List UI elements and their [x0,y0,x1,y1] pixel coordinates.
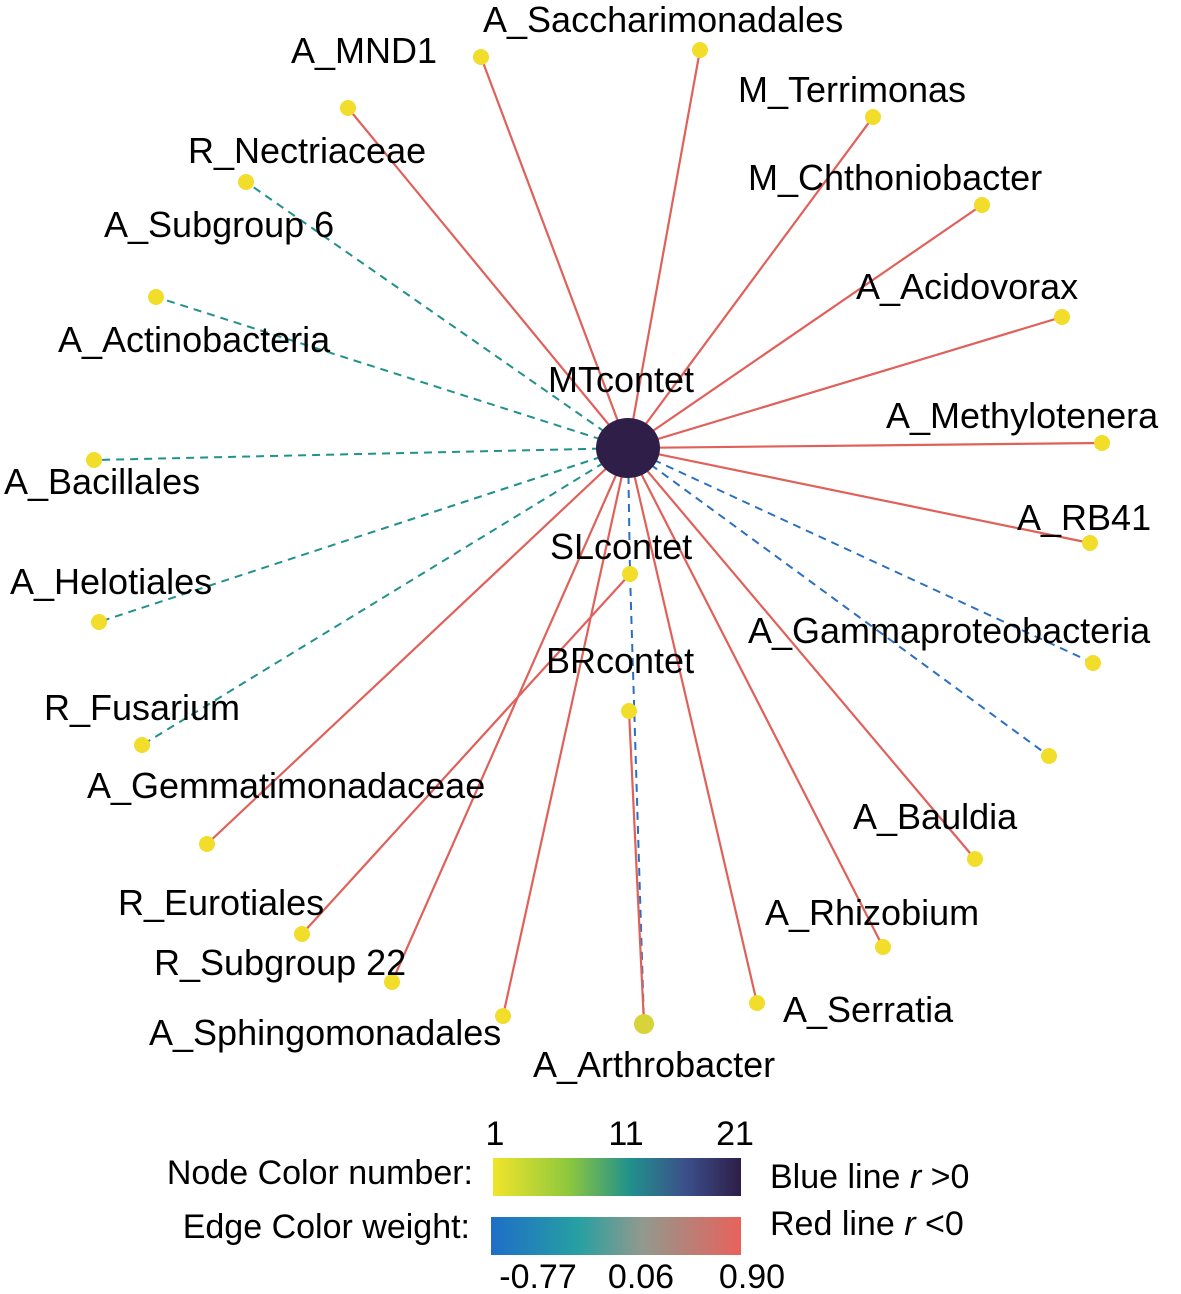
edge-mtcontet-m-chthoniobacter [627,204,983,449]
edge-mtcontet-a-rhizobium [627,447,884,948]
node-a-rhizobium [875,939,891,955]
edge-mtcontet-a-serratia [626,447,759,1004]
node-label-m-terrimonas: M_Terrimonas [738,69,966,110]
edge-mtcontet-a-mnd1 [479,56,630,449]
node-tick-11: 11 [608,1115,643,1153]
edge-mtcontet-a-bauldia [627,447,976,860]
node-label-a-rb41: A_RB41 [1017,497,1151,538]
node-label-r-subgroup-22: R_Subgroup 22 [154,942,406,983]
node-a-actinobacteria [148,289,164,305]
node-label-r-eurotiales: R_Eurotiales [118,882,324,923]
legend: 1 11 21 Node Color number: Blue line r >… [167,1115,970,1294]
edge-tick-max: 0.90 [719,1258,785,1294]
edges-layer [93,49,1103,1025]
labels-layer: MTcontet A_SaccharimonadalesA_MND1M_Terri… [4,0,1159,1085]
node-label-a-mnd1: A_MND1 [291,30,437,71]
node-a-sphingomonadales [495,1008,511,1024]
node-a-bacillales [86,452,102,468]
edge-mtcontet-a-methylotenera [627,441,1103,450]
edge-mtcontet-a-subgroup-6 [245,181,629,449]
edge-tick-mid: 0.06 [608,1258,674,1294]
red-line-legend: Red line r <0 [770,1205,964,1243]
node-a-mnd1 [473,49,489,65]
edge-mtcontet-a-helotiales [98,447,629,623]
node-tick-21: 21 [716,1115,754,1153]
node-a-rb41 [1082,535,1098,551]
node-label-r-fusarium: R_Fusarium [44,687,240,728]
edge-mtcontet-unlabeled-right [627,447,1050,757]
node-label-a-gammaproteobacteria: A_Gammaproteobacteria [748,610,1151,651]
node-color-label: Node Color number: [167,1154,473,1192]
node-label-a-bauldia: A_Bauldia [853,796,1018,837]
node-label-slcontet: SLcontet [550,526,692,567]
node-a-gammaproteobacteria [1085,655,1101,671]
edge-mtcontet-a-sphingomonadales [501,447,630,1017]
nodes-layer [86,42,1110,1034]
node-label-a-subgroup-6: A_Subgroup 6 [104,204,334,245]
node-a-subgroup-6 [238,174,254,190]
node-label-a-gemmatimonadaceae: A_Gemmatimonadaceae [87,765,485,806]
node-a-acidovorax [1054,309,1070,325]
node-label-m-chthoniobacter: M_Chthoniobacter [748,157,1042,198]
node-a-saccharimonadales [692,42,708,58]
node-m-terrimonas [865,109,881,125]
edge-slcontet-a-arthrobacter [629,573,645,1025]
node-label-brcontet: BRcontet [546,640,694,681]
edge-mtcontet-a-gemmatimonadaceae [206,447,629,845]
node-tick-1: 1 [486,1115,505,1153]
edge-slcontet-r-eurotiales [301,573,631,935]
node-unlabeled-right [1041,748,1057,764]
node-a-methylotenera [1094,435,1110,451]
edge-mtcontet-a-gammaproteobacteria [627,447,1094,664]
edge-brcontet-a-arthrobacter [627,710,646,1025]
node-label-a-rhizobium: A_Rhizobium [765,892,979,933]
edge-mtcontet-a-rb41 [627,446,1091,545]
node-mtcontet [596,418,660,478]
node-a-serratia [749,995,765,1011]
edge-color-bar [491,1217,741,1255]
edge-mtcontet-a-actinobacteria [155,296,629,449]
node-a-gemmatimonadaceae [199,836,215,852]
edge-mtcontet-r-subgroup-22 [390,447,630,983]
node-label-a-actinobacteria: A_Actinobacteria [58,319,331,360]
node-label-a-helotiales: A_Helotiales [10,561,212,602]
edge-mtcontet-m-terrimonas [627,116,874,449]
node-label-a-serratia: A_Serratia [783,989,954,1030]
edge-color-label: Edge Color weight: [183,1208,470,1246]
node-slcontet [622,566,638,582]
edge-mtcontet-a-saccharimonadales [626,49,702,449]
node-r-fusarium [134,737,150,753]
node-label-r-nectriaceae: R_Nectriaceae [188,130,426,171]
node-a-arthrobacter [634,1014,654,1034]
node-label-a-sphingomonadales: A_Sphingomonadales [149,1012,501,1053]
edge-tick-min: -0.77 [499,1258,577,1294]
node-label-mtcontet: MTcontet [548,359,694,400]
node-a-helotiales [91,614,107,630]
node-color-bar [493,1158,741,1196]
node-label-a-arthrobacter: A_Arthrobacter [533,1044,775,1085]
node-label-a-acidovorax: A_Acidovorax [856,266,1078,307]
node-r-subgroup-22 [384,974,400,990]
edge-mtcontet-a-bacillales [93,447,629,461]
node-r-eurotiales [294,926,310,942]
node-a-bauldia [967,851,983,867]
node-label-a-saccharimonadales: A_Saccharimonadales [483,0,843,40]
node-r-nectriaceae [340,100,356,116]
edge-mtcontet-r-nectriaceae [347,107,629,449]
node-m-chthoniobacter [974,197,990,213]
node-label-a-methylotenera: A_Methylotenera [886,395,1159,436]
node-label-a-bacillales: A_Bacillales [4,461,200,502]
node-brcontet [621,703,637,719]
edge-mtcontet-a-acidovorax [627,315,1063,450]
edge-mtcontet-r-fusarium [141,447,629,746]
blue-line-legend: Blue line r >0 [770,1158,969,1196]
